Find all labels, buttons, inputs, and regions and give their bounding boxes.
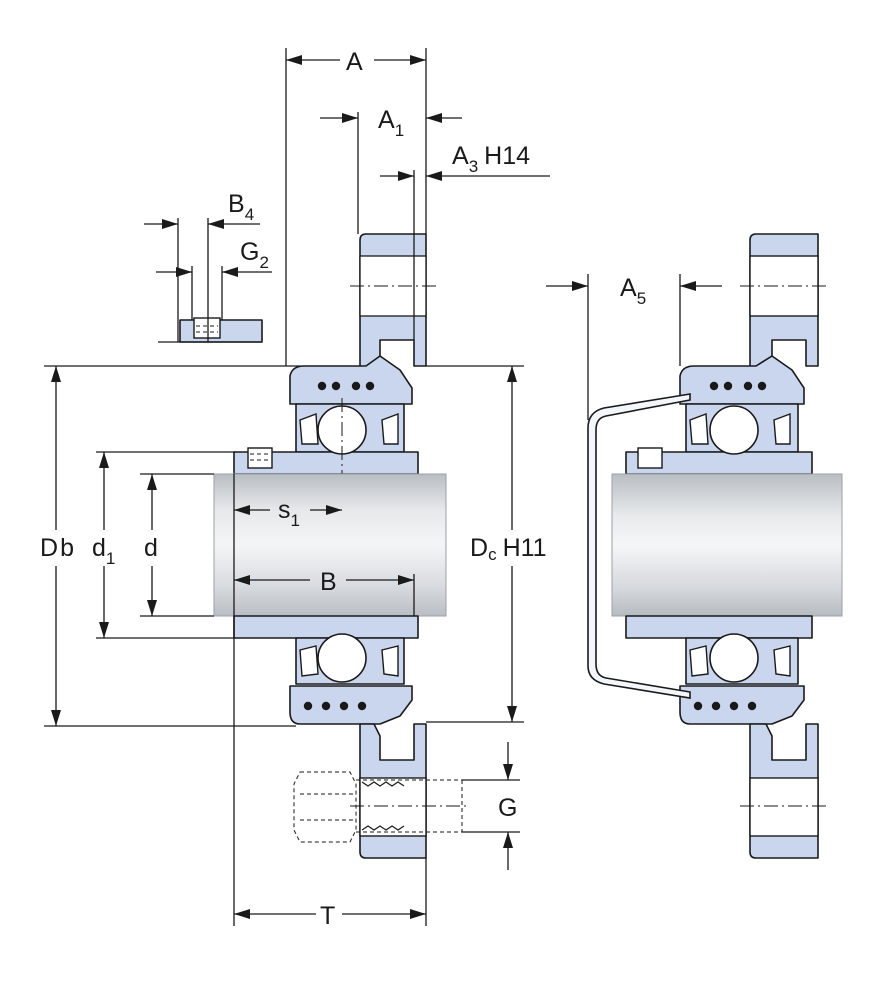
shaft-left	[213, 473, 447, 617]
label-G2-sub: 2	[259, 253, 268, 272]
dimension-d1: d1	[92, 452, 115, 638]
right-view	[587, 233, 843, 859]
label-Dc: D	[470, 534, 488, 562]
label-A1-sub: 1	[395, 121, 404, 140]
dimension-A1: A1	[320, 106, 462, 140]
dimension-A3: A3 H14	[380, 142, 550, 181]
dimension-B4: B4	[144, 190, 260, 229]
label-Dc-suffix: H11	[503, 534, 547, 562]
dimension-T: T	[234, 902, 426, 930]
label-G2: G	[240, 238, 259, 266]
end-cover	[587, 393, 691, 699]
svg-text:G2: G2	[240, 238, 269, 272]
label-A3-suffix: H14	[484, 142, 530, 170]
svg-text:A1: A1	[378, 106, 404, 140]
dimension-d: d	[144, 474, 158, 616]
housing-upper	[289, 355, 413, 405]
label-Db-sub: b	[60, 534, 74, 562]
dimension-Db: Db	[40, 366, 74, 726]
svg-text:d1: d1	[92, 534, 115, 568]
label-s1-sub: 1	[291, 511, 300, 530]
label-A3-sub: 3	[469, 157, 478, 176]
label-T: T	[320, 902, 335, 930]
label-A1: A	[378, 106, 395, 134]
svg-text:s1: s1	[278, 496, 300, 530]
label-A: A	[346, 48, 363, 76]
svg-text:B4: B4	[228, 190, 254, 224]
label-d: d	[144, 534, 158, 562]
label-A5: A	[620, 274, 637, 302]
right-housing-lower	[679, 685, 805, 725]
label-B4: B	[228, 190, 245, 218]
label-d1: d	[92, 534, 106, 562]
right-housing-upper	[679, 355, 805, 405]
label-B: B	[320, 568, 337, 596]
ball-lower	[317, 633, 367, 683]
bolt-phantom	[293, 771, 463, 843]
label-Db: D	[40, 534, 58, 562]
dimension-A: A	[286, 48, 426, 76]
svg-text:Db: Db	[40, 534, 74, 562]
label-s1: s	[278, 496, 291, 524]
dimension-Dc: Dc H11	[470, 366, 547, 722]
dimension-B: B	[234, 568, 414, 596]
label-Dc-sub: c	[488, 545, 497, 564]
shaft-right	[611, 473, 843, 617]
svg-text:A5: A5	[620, 274, 646, 308]
dimension-G2: G2	[156, 238, 272, 277]
label-A5-sub: 5	[637, 289, 646, 308]
label-G: G	[498, 794, 517, 822]
housing-lower	[289, 685, 413, 725]
grub-screw-upper	[247, 447, 273, 469]
dimension-G: G	[498, 742, 517, 870]
set-screw-detail	[158, 218, 263, 343]
dimension-s1: s1	[234, 496, 342, 530]
label-d1-sub: 1	[106, 549, 115, 568]
inner-ring-lower	[233, 615, 419, 639]
dimension-A5: A5	[546, 274, 722, 420]
left-view	[44, 48, 524, 926]
label-B4-sub: 4	[245, 205, 254, 224]
label-A3: A	[452, 142, 469, 170]
